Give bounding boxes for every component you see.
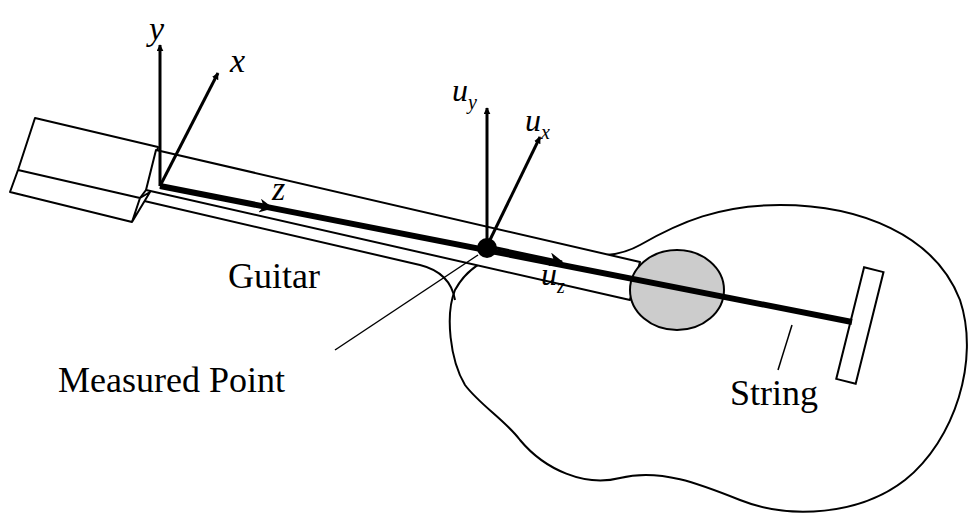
measured-point — [477, 238, 497, 258]
axis-label: y — [149, 12, 164, 46]
axis-label: uy — [452, 74, 477, 112]
axis-z — [160, 186, 272, 208]
fretboard — [146, 150, 640, 300]
axis-label: uz — [541, 258, 565, 296]
bridge — [836, 267, 883, 383]
axis-uy — [486, 108, 489, 246]
axis-label: x — [230, 44, 245, 78]
axis-x — [160, 73, 218, 186]
part-name: Guitar — [228, 258, 320, 294]
part-name: Measured Point — [58, 362, 285, 398]
headstock — [10, 118, 158, 222]
axis-y — [159, 45, 162, 186]
leader-line — [778, 325, 792, 370]
axis-label: z — [272, 172, 285, 206]
part-name: String — [730, 375, 818, 411]
axis-ux — [487, 137, 540, 246]
axis-label: ux — [525, 104, 550, 142]
leader-line — [335, 255, 478, 350]
fretboard-edge — [140, 190, 146, 198]
